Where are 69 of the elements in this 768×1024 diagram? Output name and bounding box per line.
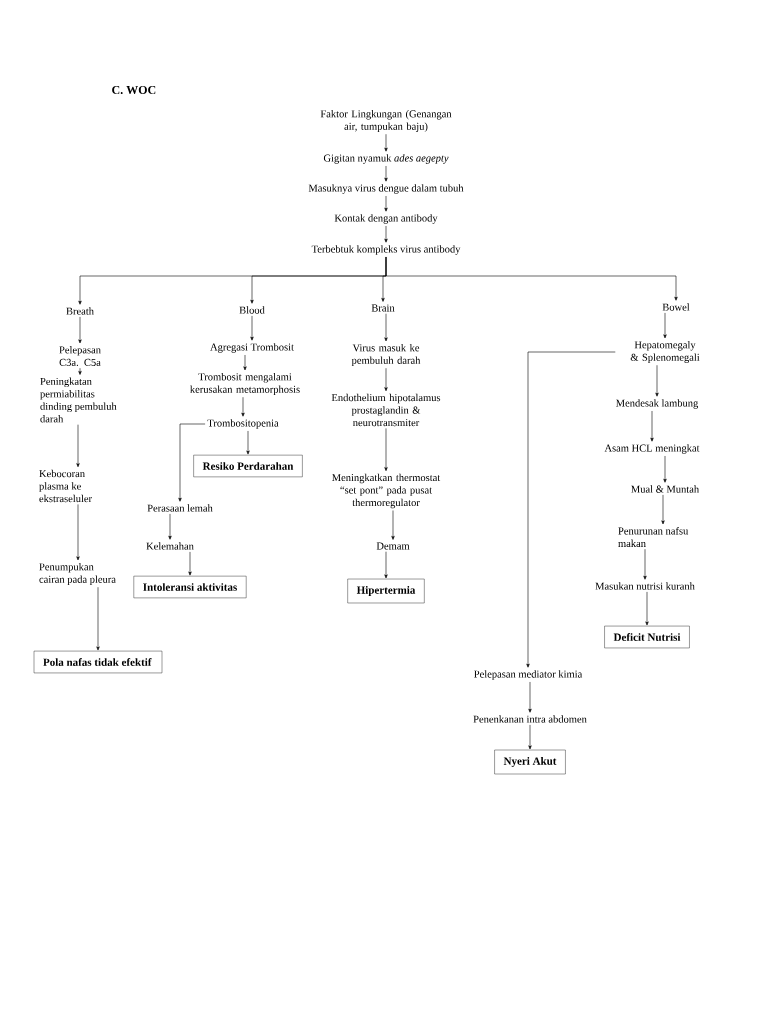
step-text: Penumpukan cairan pada pleura [39,563,116,585]
step-text: Kontak dengan antibody [334,214,438,224]
step-text: Mendesak lambung [616,399,699,409]
diagnosis-box: Deficit Nutrisi [604,625,690,649]
step-text: Kebocoran plasma ke ekstraseluler [39,469,92,503]
arrow [528,724,532,750]
arrow [250,315,254,341]
diagnosis-box: Nyeri Akut [494,749,566,775]
step-text: Breath [66,307,94,315]
diagnosis-box: Resiko Perdarahan [193,454,303,478]
arrow [384,551,388,579]
arrow [661,494,665,525]
arrow [168,513,172,540]
arrow [384,225,388,243]
step-text: Trombosit mengalami kerusakan metamorphosis [190,373,300,395]
arrow [78,367,82,375]
arrow [188,551,192,576]
arrow [384,313,388,342]
arrow [526,351,616,668]
arrow [76,424,80,468]
arrow [391,510,395,540]
step-text: Virus masuk ke pembuluh darah [351,344,421,366]
step-text: Asam HCL meningkat [604,444,700,454]
step-text: Faktor Lingkungan (Genangan air, tumpukan baju) [320,110,452,132]
step-text: Perasaan lemah [147,504,213,512]
step-text: Trombositopenia [207,419,279,429]
step-text: Terbebtuk kompleks virus antibody [311,245,461,255]
step-text: Pelepasan C3a. C5a [59,346,101,366]
arrow [384,428,388,472]
arrow [241,396,245,417]
arrow [246,430,250,455]
title: C. WOC [112,85,156,95]
step-text: Blood [239,306,265,314]
arrow [96,586,100,651]
step-text: Demam [376,542,410,550]
arrow [384,195,388,212]
arrow [385,256,678,301]
arrow [76,504,80,561]
diagnosis-box: Pola nafas tidak efektif [33,650,163,674]
arrow [178,423,206,502]
arrow [650,410,654,442]
step-text: Penenkanan intra abdomen [473,715,587,723]
step-text: Mual & Muntah [631,485,699,493]
arrow [384,165,388,182]
arrow [528,681,532,713]
arrow [78,316,82,344]
arrow [655,364,659,397]
step-text: Meningkatkan thermostat “set pont” pada pusat thermoregulator [332,473,441,509]
step-text: Brain [371,304,395,312]
diagnosis-box: Intoleransi aktivitas [133,575,247,599]
step-text: Pelepasan mediator kimia [474,670,583,680]
step-text: Gigitan nyamuk ades aegepty [323,154,449,164]
step-text: Hepatomegaly & Splenomegali [630,341,700,363]
step-text: Bowel [662,303,690,311]
arrow [663,312,667,339]
arrow [643,548,647,580]
step-text: Agregasi Trombosit [210,343,294,353]
arrow [243,354,247,371]
step-text: Endothelium hipotalamus prostaglandin & neurotransmiter [331,393,441,427]
step-text: Penurunan nafsu makan [618,527,689,547]
arrow [384,133,388,152]
step-text: Masukan nutrisi kuranh [595,582,695,590]
arrow [645,591,649,626]
step-text: Kelemahan [146,542,194,550]
diagnosis-box: Hipertermia [347,578,425,604]
step-text: Peningkatan permiabilitas dinding pembuluh darah [40,377,117,423]
step-text: Masuknya virus dengue dalam tubuh [308,184,464,194]
arrow [663,455,667,483]
arrow [384,367,388,392]
